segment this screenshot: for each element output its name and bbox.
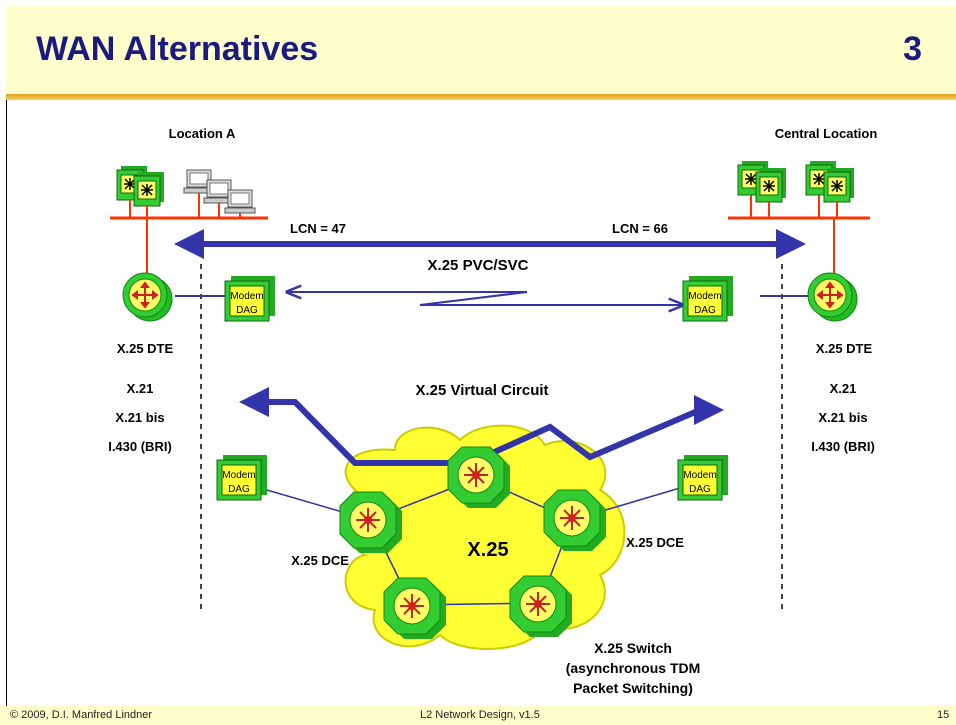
modem-icon: Modem DAG xyxy=(682,275,734,322)
virtual-circuit-path xyxy=(239,387,724,466)
location-a-label: Location A xyxy=(169,126,236,141)
modem-icon: Modem DAG xyxy=(216,454,268,501)
slide-number: 3 xyxy=(903,30,922,68)
content-frame xyxy=(6,100,952,706)
workstation-icon xyxy=(224,189,256,214)
modem-icon: Modem DAG xyxy=(224,275,276,322)
modem-label-line1: Modem xyxy=(683,470,716,481)
modem-label-line2: DAG xyxy=(689,484,711,495)
switch-label-1: X.25 Switch xyxy=(594,640,672,656)
interface-left-2: X.21 bis xyxy=(115,410,164,425)
server-icon xyxy=(133,171,165,207)
footer-copyright: © 2009, D.I. Manfred Lindner xyxy=(10,709,153,721)
modem-label-line2: DAG xyxy=(694,305,716,316)
lcn-left-label: LCN = 47 xyxy=(290,221,346,236)
dce-left-label: X.25 DCE xyxy=(291,553,349,568)
virtual-circuit-label: X.25 Virtual Circuit xyxy=(415,382,548,399)
interface-left-1: X.21 xyxy=(127,381,154,396)
switch-label-3: Packet Switching) xyxy=(573,680,693,696)
location-a-devices xyxy=(110,165,268,275)
central-location-label: Central Location xyxy=(775,126,878,141)
central-location-devices xyxy=(728,160,870,275)
interface-right-1: X.21 xyxy=(830,381,857,396)
switch-label-2: (asynchronous TDM xyxy=(566,660,701,676)
dte-left-label: X.25 DTE xyxy=(117,341,174,356)
cloud-label: X.25 xyxy=(467,539,508,561)
modem-icon: Modem DAG xyxy=(677,454,729,501)
slide-footer: © 2009, D.I. Manfred Lindner L2 Network … xyxy=(0,706,956,725)
dce-right-label: X.25 DCE xyxy=(626,535,684,550)
pvc-label: X.25 PVC/SVC xyxy=(428,257,529,274)
modem-label-line1: Modem xyxy=(688,291,721,302)
footer-page-number: 15 xyxy=(937,709,950,721)
interface-right-3: I.430 (BRI) xyxy=(811,439,875,454)
modem-label-line2: DAG xyxy=(228,484,250,495)
server-icon xyxy=(823,167,855,203)
router-icon xyxy=(807,272,858,322)
router-icon xyxy=(122,272,173,322)
header-rule xyxy=(6,94,956,100)
modem-label-line2: DAG xyxy=(236,305,258,316)
interface-left-3: I.430 (BRI) xyxy=(108,439,172,454)
slide-title: WAN Alternatives xyxy=(36,30,319,68)
modem-link xyxy=(287,292,683,305)
modem-label-line1: Modem xyxy=(230,291,263,302)
footer-course: L2 Network Design, v1.5 xyxy=(420,709,540,721)
interface-right-2: X.21 bis xyxy=(818,410,867,425)
modem-label-line1: Modem xyxy=(222,470,255,481)
lcn-right-label: LCN = 66 xyxy=(612,221,668,236)
server-icon xyxy=(755,167,787,203)
dte-right-label: X.25 DTE xyxy=(816,341,873,356)
slide-header: WAN Alternatives 3 xyxy=(6,6,956,94)
